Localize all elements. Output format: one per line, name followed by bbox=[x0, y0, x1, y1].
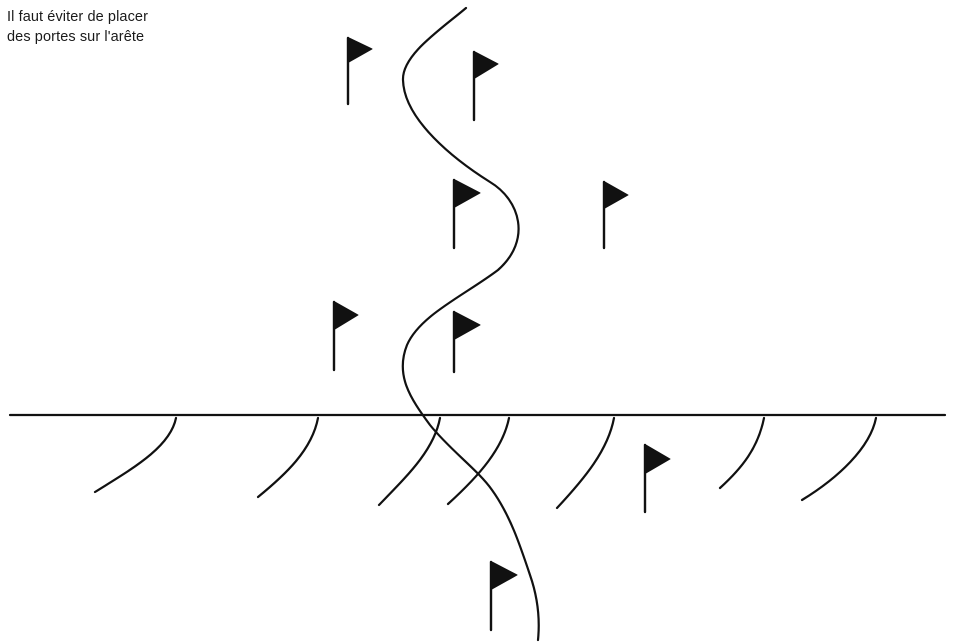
hatch-mark bbox=[377, 416, 442, 507]
caption-line-2: des portes sur l'arête bbox=[7, 29, 145, 45]
hatch-mark bbox=[446, 416, 511, 506]
flag-icon bbox=[452, 310, 481, 374]
flag-icon bbox=[489, 560, 518, 632]
flag-icon bbox=[346, 36, 373, 106]
hatch-mark bbox=[256, 416, 320, 499]
gate-flags bbox=[332, 36, 671, 632]
flag-icon bbox=[332, 300, 359, 372]
flag-icon bbox=[643, 443, 671, 514]
hatch-mark bbox=[93, 416, 178, 494]
flag-icon bbox=[602, 180, 629, 250]
hatch-mark bbox=[718, 416, 766, 490]
hatch-mark bbox=[555, 416, 616, 510]
caption: Il faut éviter de placer des portes sur … bbox=[7, 7, 148, 47]
flag-icon bbox=[452, 178, 481, 250]
flag-icon bbox=[472, 50, 499, 122]
slope-hatching bbox=[93, 416, 878, 510]
caption-line-1: Il faut éviter de placer bbox=[7, 9, 149, 25]
hatch-mark bbox=[800, 416, 878, 502]
ski-trajectory bbox=[401, 6, 540, 642]
